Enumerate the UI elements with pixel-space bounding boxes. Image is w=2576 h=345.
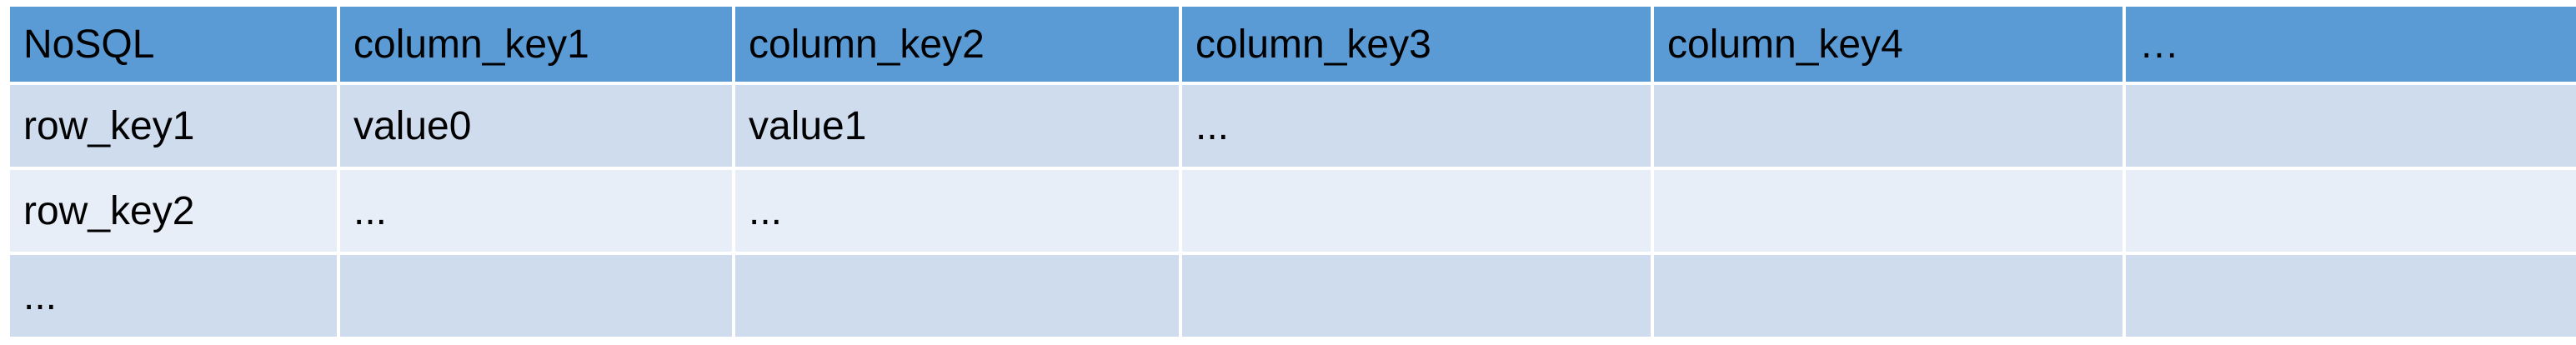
- table-cell: row_key1: [10, 85, 337, 167]
- table-cell: [1182, 170, 1651, 252]
- header-cell-nosql: NoSQL: [10, 7, 337, 82]
- nosql-table: NoSQL column_key1 column_key2 column_key…: [10, 7, 2576, 338]
- table-cell: [2126, 170, 2576, 252]
- table-cell: [340, 255, 732, 337]
- table-cell: ...: [10, 255, 337, 337]
- table-cell: ...: [735, 170, 1179, 252]
- table-cell: [1654, 255, 2122, 337]
- table-cell: row_key2: [10, 170, 337, 252]
- table-cell: [1654, 85, 2122, 167]
- table-cell: ...: [340, 170, 732, 252]
- table-cell: [1182, 255, 1651, 337]
- table-cell: value0: [340, 85, 732, 167]
- table-cell: value1: [735, 85, 1179, 167]
- table-cell: [2126, 255, 2576, 337]
- header-cell-column-key1: column_key1: [340, 7, 732, 82]
- header-cell-column-key4: column_key4: [1654, 7, 2122, 82]
- header-cell-ellipsis: …: [2126, 7, 2576, 82]
- table-cell: [735, 255, 1179, 337]
- table-cell: [1654, 170, 2122, 252]
- header-cell-column-key2: column_key2: [735, 7, 1179, 82]
- table-cell: ...: [1182, 85, 1651, 167]
- header-cell-column-key3: column_key3: [1182, 7, 1651, 82]
- table-cell: [2126, 85, 2576, 167]
